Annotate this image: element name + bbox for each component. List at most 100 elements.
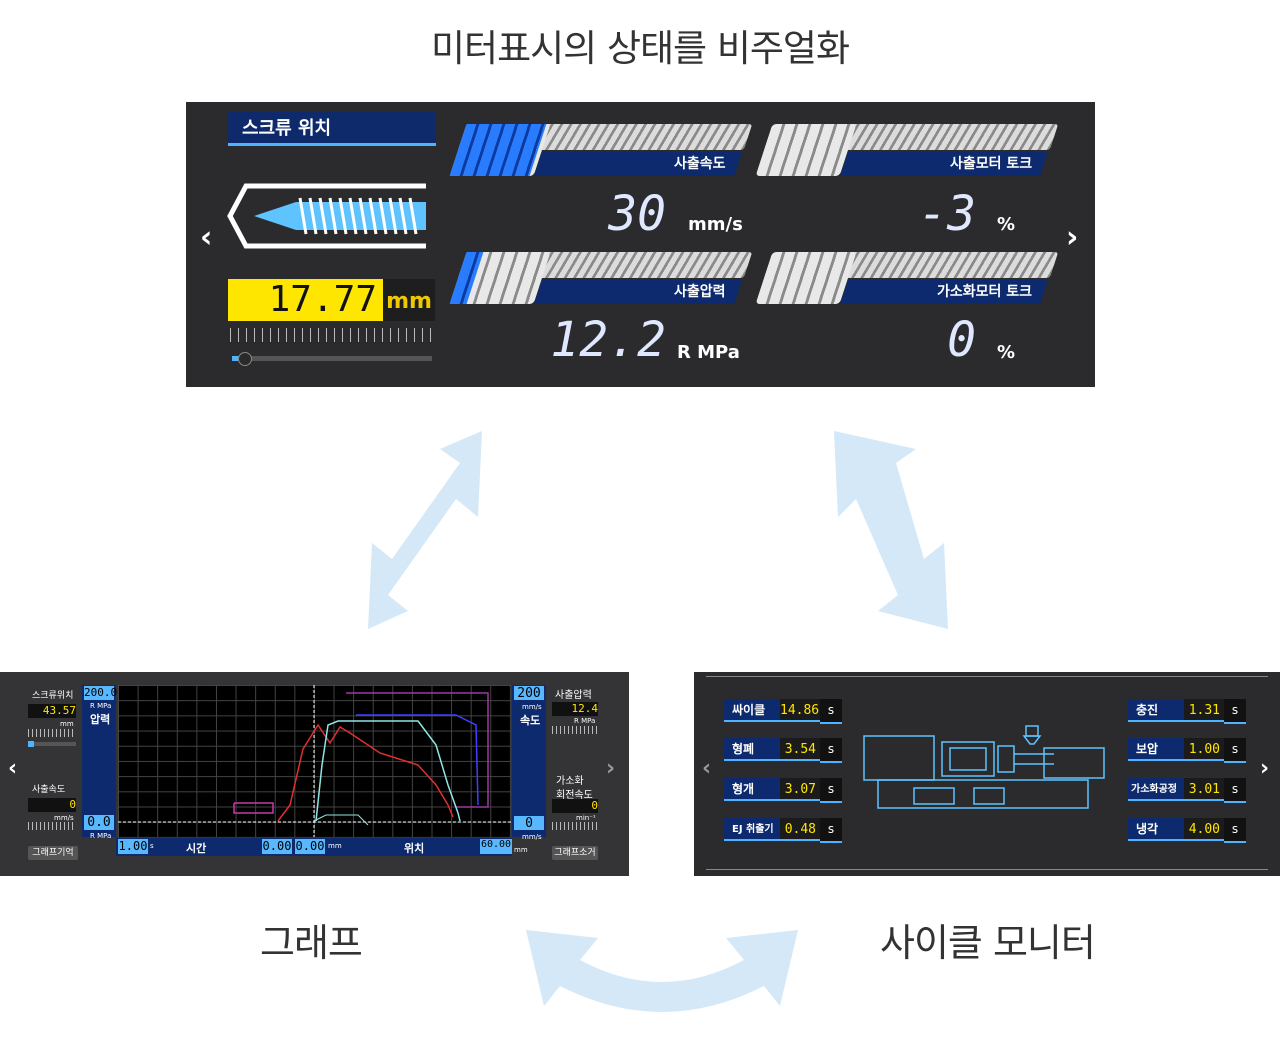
caption-cycle-monitor: 사이클 모니터 (880, 921, 1096, 965)
graph-erase-button[interactable]: 그래프소거 (552, 846, 598, 860)
position-axis-label: 위치 (404, 842, 425, 855)
rotation-scale (552, 822, 598, 830)
gauge-value: 30 (608, 186, 666, 242)
speed-scale (28, 822, 76, 830)
process-graph-plot (118, 685, 511, 837)
plasticizing-label: 가소화 (556, 776, 584, 787)
cycle-item-value: 3.07 (780, 778, 820, 801)
cycle-item-unit: s (820, 778, 842, 803)
gauge-fill (449, 252, 484, 304)
prev-page-button[interactable]: ‹ (702, 756, 712, 781)
pressure-scale (552, 726, 598, 734)
double-arrow-icon (834, 431, 948, 629)
time-axis-label: 시간 (186, 842, 207, 855)
gauge-label: 가소화모터 토크 (936, 284, 1032, 300)
cycle-item-label: 형폐 (724, 738, 780, 761)
gauge-label: 사출모터 토크 (949, 156, 1032, 172)
graph-memory-button[interactable]: 그래프기억 (28, 846, 78, 860)
gauge-unit: % (997, 214, 1016, 235)
cycle-item-unit: s (820, 818, 842, 843)
injection-pressure-label: 사출압력 (555, 690, 592, 701)
gauge-label: 사출압력 (674, 284, 726, 300)
cycle-item-value: 1.00 (1184, 738, 1224, 761)
cycle-item-value: 4.00 (1184, 818, 1224, 841)
cycle-item-label: 충진 (1128, 699, 1184, 722)
rotation-speed-unit: min⁻¹ (576, 814, 596, 822)
position-scale (28, 729, 76, 737)
position-axis-end-unit: mm (514, 846, 528, 854)
cycle-item-label: 보압 (1128, 738, 1184, 761)
gauge-unit: mm/s (688, 214, 743, 235)
position-slider-knob[interactable] (28, 741, 34, 747)
screw-icon (227, 183, 426, 249)
cycle-item-unit: s (820, 699, 842, 724)
right-axis-strip (512, 685, 546, 837)
time-axis-start: 1.00 (118, 839, 148, 854)
cycle-item-label: 냉각 (1128, 818, 1184, 841)
graph-curves (118, 685, 511, 837)
right-axis-max: 200 (514, 686, 544, 701)
cycle-item-value: 0.48 (780, 818, 820, 841)
right-axis-name: 속도 (520, 714, 541, 727)
gauge-plasticizing-motor-torque: 가소화모터 토크 (755, 252, 1059, 310)
cycle-item-value: 14.86 (780, 699, 820, 722)
gauge-value: -3 (918, 186, 976, 242)
cycle-item-label: 가소화공정 (1128, 778, 1184, 801)
left-axis-strip (82, 685, 116, 837)
injection-speed-label: 사출속도 (32, 785, 66, 795)
cycle-item-value: 3.54 (780, 738, 820, 761)
position-axis-unit: mm (328, 842, 342, 850)
caption-graph: 그래프 (260, 921, 363, 965)
cycle-item-label: 형개 (724, 778, 780, 801)
left-axis-min-unit: R MPa (90, 832, 112, 840)
rotation-speed-value: 0 (552, 799, 598, 813)
prev-page-button[interactable]: ‹ (200, 220, 213, 255)
gauge-unit: R MPa (677, 342, 740, 363)
injection-pressure-unit: R MPa (574, 717, 596, 725)
next-page-button[interactable]: › (1066, 220, 1079, 255)
prev-page-button[interactable]: ‹ (8, 756, 18, 781)
injection-machine-icon (863, 725, 1105, 809)
cycle-item-unit: s (1224, 699, 1246, 724)
gauge-fill (755, 252, 773, 304)
position-slider[interactable] (28, 742, 76, 746)
position-slider[interactable] (232, 356, 432, 361)
left-axis-max: 200.0 (84, 686, 118, 700)
gauge-label: 사출속도 (674, 156, 726, 172)
cycle-item-unit: s (820, 738, 842, 763)
screw-position-title: 스크류 위치 (228, 112, 436, 146)
right-axis-min-unit: mm/s (522, 833, 542, 841)
gauge-value: 0 (947, 312, 976, 368)
bottom-divider (706, 869, 1268, 870)
meter-display-panel: 스크류 위치 ‹ › 17.77 mm 사출속도 30 mm/s 사출모터 토크… (186, 102, 1095, 387)
cycle-item-unit: s (1224, 778, 1246, 803)
cycle-item-label: EJ 취출기 (724, 818, 780, 841)
time-axis-end: 0.00 (262, 839, 292, 854)
injection-pressure-value: 12.4 (552, 702, 598, 716)
gauge-fill (755, 124, 773, 176)
time-axis-unit: s (150, 842, 154, 850)
gauge-injection-speed: 사출속도 (449, 124, 753, 182)
position-axis-start: 0.00 (295, 839, 325, 854)
next-page-button[interactable]: › (606, 756, 616, 781)
screw-position-unit: mm (383, 279, 435, 321)
screw-position-value: 17.77 (228, 279, 383, 321)
cycle-monitor-panel: ‹ › 싸이클 14.86 s 형폐 3.54 s 형개 3.07 s EJ 취… (694, 672, 1280, 876)
gauge-injection-pressure: 사출압력 (449, 252, 753, 310)
double-arrow-icon (526, 930, 798, 1012)
injection-speed-unit: mm/s (54, 814, 74, 822)
right-axis-min: 0 (514, 816, 544, 831)
position-axis-end: 60.00 (480, 839, 512, 854)
cycle-item-label: 싸이클 (724, 699, 780, 722)
left-axis-min: 0.0 (84, 815, 114, 830)
position-slider-knob[interactable] (238, 352, 252, 366)
next-page-button[interactable]: › (1260, 756, 1270, 781)
cycle-item-unit: s (1224, 818, 1246, 843)
position-scale (230, 328, 432, 342)
gauge-injection-motor-torque: 사출모터 토크 (755, 124, 1059, 182)
cycle-item-value: 1.31 (1184, 699, 1224, 722)
cycle-item-unit: s (1224, 738, 1246, 763)
left-axis-name: 압력 (90, 713, 111, 726)
gauge-fill (449, 124, 547, 176)
double-arrow-icon (368, 431, 482, 629)
